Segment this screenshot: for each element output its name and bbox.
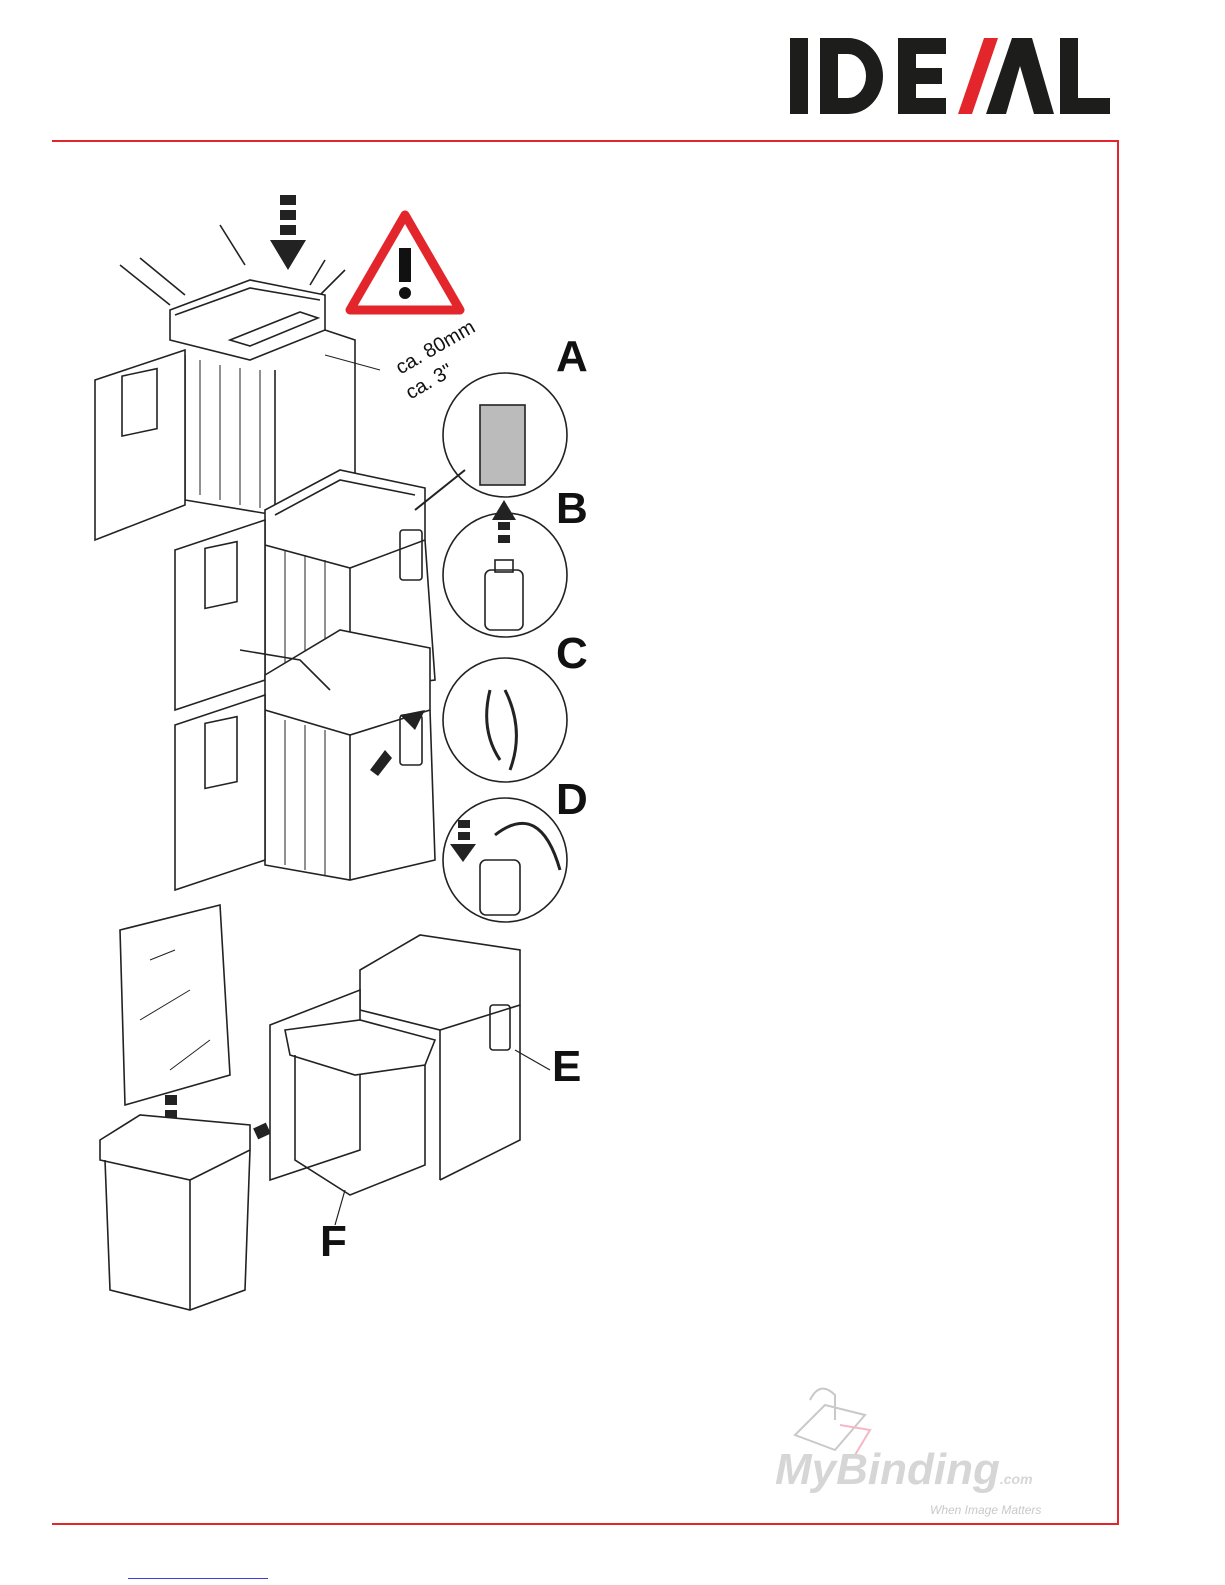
arrow-down-icon <box>270 195 306 270</box>
mybinding-watermark: MyBinding.com When Image Matters <box>775 1375 1115 1525</box>
label-c: C <box>556 632 588 676</box>
watermark-tagline: When Image Matters <box>930 1503 1041 1517</box>
watermark-brand: MyBinding <box>775 1445 1000 1494</box>
label-d: D <box>556 778 588 822</box>
label-a: A <box>556 335 588 379</box>
watermark-suffix: .com <box>1000 1471 1033 1487</box>
ideal-logo <box>790 30 1110 120</box>
assembly-illustration <box>80 170 600 1330</box>
page-frame-right <box>1117 140 1119 1525</box>
label-b: B <box>556 487 588 531</box>
label-e: E <box>552 1045 581 1089</box>
label-f: F <box>320 1220 347 1264</box>
page-frame-top <box>52 140 1119 142</box>
warning-triangle-icon <box>350 215 460 310</box>
footer-link-underline[interactable] <box>128 1578 268 1579</box>
